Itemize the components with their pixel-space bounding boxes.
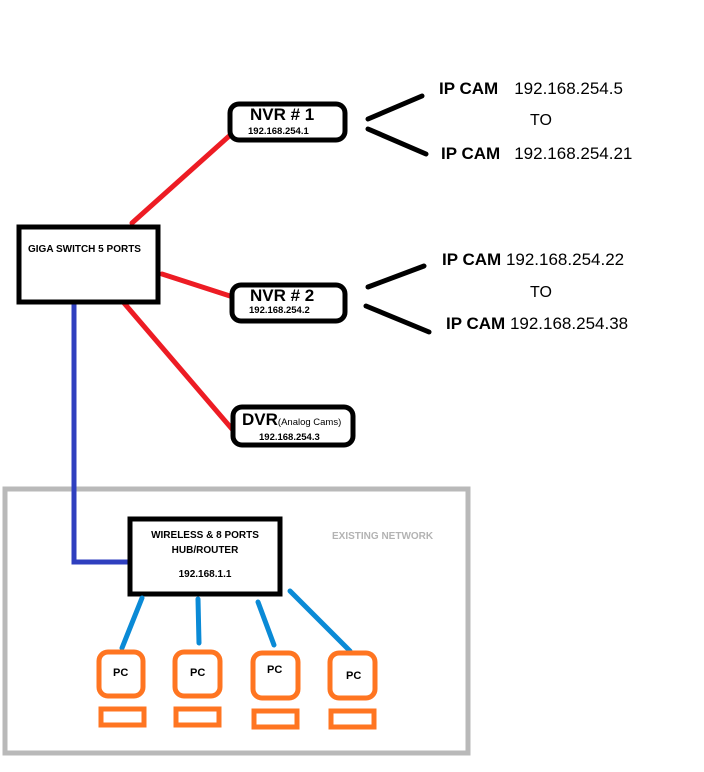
- lan-link-pc1: [119, 595, 145, 651]
- giga-switch: [16, 224, 161, 305]
- existing-network-frame: [2, 486, 471, 756]
- dvr-box: [230, 404, 356, 448]
- link-switch-dvr: [121, 300, 235, 432]
- nvr2-cam-range-to: TO: [530, 284, 552, 301]
- cam-ip: 192.168.254.22: [505, 250, 625, 269]
- lan-link-pc4: [287, 588, 353, 654]
- nvr2-cam-last: IP CAM 192.168.254.38: [446, 314, 628, 334]
- dvr-ip: 192.168.254.3: [259, 432, 320, 443]
- pc-1-label: PC: [113, 667, 129, 679]
- nvr1-fanout-lower: [365, 126, 429, 157]
- link-switch-router: [71, 303, 130, 565]
- router-box: [127, 516, 283, 597]
- cam-ip: 192.168.254.21: [514, 144, 633, 163]
- cam-name: IP CAM: [441, 144, 501, 163]
- nvr1-cam-first: IP CAM 192.168.254.5: [439, 79, 623, 99]
- pc-1: [96, 649, 147, 728]
- cam-name: IP CAM: [442, 250, 502, 269]
- cam-ip: 192.168.254.38: [509, 314, 629, 333]
- dvr-label: DVR(Analog Cams): [242, 410, 341, 430]
- dvr-subtitle: (Analog Cams): [277, 417, 342, 428]
- nvr1-fanout-upper: [365, 93, 425, 122]
- dvr-title: DVR: [242, 410, 278, 429]
- cam-name: IP CAM: [446, 314, 506, 333]
- existing-network-label: EXISTING NETWORK: [332, 531, 434, 542]
- nvr2-box: [229, 282, 348, 324]
- nvr1-box: [227, 101, 348, 143]
- pc-4-label: PC: [346, 670, 362, 682]
- router-label-line2: HUB/ROUTER: [171, 545, 239, 556]
- cam-ip: 192.168.254.5: [514, 79, 623, 98]
- cam-name: IP CAM: [439, 79, 499, 98]
- pc-3-label: PC: [267, 664, 283, 676]
- router-ip: 192.168.1.1: [178, 569, 232, 580]
- lan-link-pc3: [255, 599, 277, 648]
- link-switch-nvr2: [159, 271, 233, 299]
- nvr1-ip: 192.168.254.1: [248, 126, 309, 137]
- nvr2-ip: 192.168.254.2: [249, 305, 310, 316]
- link-switch-nvr1: [129, 126, 240, 226]
- pc-2-label: PC: [190, 667, 206, 679]
- pc-3: [250, 650, 301, 730]
- nvr2-cam-first: IP CAM 192.168.254.22: [442, 250, 624, 270]
- nvr1-cam-last: IP CAM 192.168.254.21: [441, 144, 632, 164]
- pc-4: [327, 650, 378, 730]
- router-label-line1: WIRELESS & 8 PORTS: [151, 530, 259, 541]
- switch-label: GIGA SWITCH 5 PORTS: [28, 244, 141, 255]
- nvr2-title: NVR # 2: [250, 286, 315, 305]
- lan-link-pc2: [195, 596, 202, 646]
- nvr2-fanout-lower: [363, 303, 432, 335]
- nvr1-title: NVR # 1: [250, 105, 315, 124]
- nvr1-cam-range-to: TO: [530, 112, 552, 129]
- pc-2: [172, 649, 223, 728]
- nvr2-fanout-upper: [365, 263, 427, 290]
